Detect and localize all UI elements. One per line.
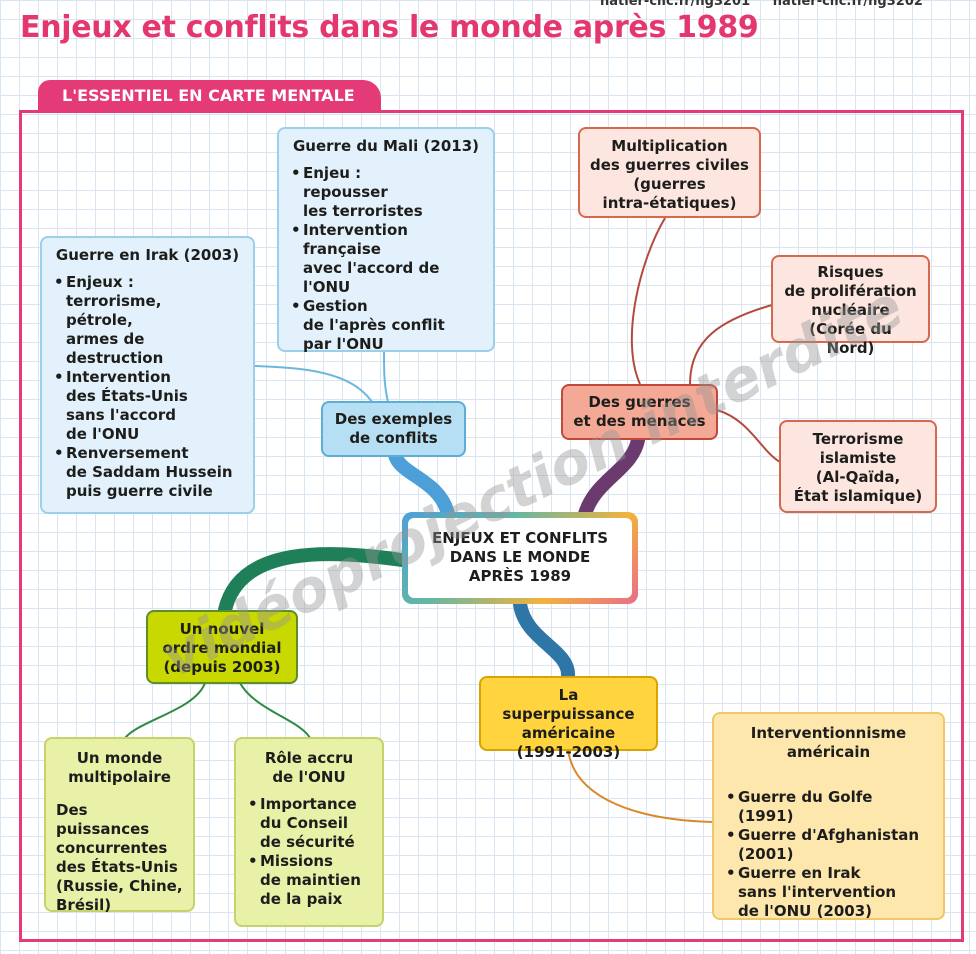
link-center-threats: [578, 433, 645, 521]
link-threats-terror: [716, 409, 781, 463]
mali-war-list: Enjeu : repousser les terroristes Interv…: [289, 164, 483, 354]
mali-war-title: Guerre du Mali (2013): [292, 137, 479, 155]
link-center-superpower: [513, 597, 575, 683]
list-item: Enjeu : repousser les terroristes: [291, 164, 483, 221]
un-role-box: Rôle accru de l'ONU Importance du Consei…: [234, 737, 384, 927]
list-item: Intervention française avec l'accord de …: [291, 221, 483, 297]
central-topic-label: ENJEUX ET CONFLITS DANS LE MONDE APRÈS 1…: [408, 518, 632, 598]
terrorism-box: Terrorisme islamiste (Al-Qaïda, État isl…: [779, 420, 937, 513]
link-neworder-multipolar: [124, 682, 206, 739]
link-superpower-interventionism: [567, 749, 713, 823]
link-center-neworder: [218, 547, 409, 617]
link-examples-mali: [383, 351, 389, 403]
list-item: Guerre d'Afghanistan (2001): [726, 826, 933, 864]
un-role-list: Importance du Conseil de sécurité Missio…: [246, 795, 372, 909]
link-examples-irak: [254, 365, 373, 403]
mind-map-frame: [19, 110, 964, 942]
interventionism-list: Guerre du Golfe (1991) Guerre d'Afghanis…: [724, 788, 933, 921]
link-neworder-unrole: [239, 682, 311, 739]
nuclear-risk-box: Risques de prolifération nucléaire (Coré…: [771, 255, 930, 357]
threats-hub: Des guerres et des menaces: [561, 384, 718, 440]
list-item: Renversement de Saddam Hussein puis guer…: [54, 444, 243, 501]
central-topic: ENJEUX ET CONFLITS DANS LE MONDE APRÈS 1…: [402, 512, 638, 604]
new-order-hub: Un nouvel ordre mondial (depuis 2003): [146, 610, 298, 684]
section-tab: L'ESSENTIEL EN CARTE MENTALE: [38, 80, 381, 112]
list-item: Enjeux : terrorisme, pétrole, armes de d…: [54, 273, 243, 368]
multipolar-box: Un monde multipolaire Des puissances con…: [44, 737, 195, 914]
interventionism-box: Interventionnisme américain Guerre du Go…: [712, 712, 945, 920]
iraq-war-title: Guerre en Irak (2003): [55, 246, 240, 264]
un-role-title: Rôle accru de l'ONU: [264, 749, 354, 786]
list-item: Missions de maintien de la paix: [248, 852, 372, 909]
list-item: Guerre du Golfe (1991): [726, 788, 933, 826]
mali-war-box: Guerre du Mali (2013) Enjeu : repousser …: [277, 127, 495, 354]
multipolar-text: Des puissances concurrentes des États-Un…: [56, 801, 183, 914]
multipolar-title: Un monde multipolaire: [68, 749, 171, 786]
link-threats-civil: [630, 217, 666, 385]
link-center-examples: [388, 448, 455, 521]
list-item: Importance du Conseil de sécurité: [248, 795, 372, 852]
header-links-strip: hatier-clic.fr/hg3201 hatier-clic.fr/hg3…: [600, 0, 923, 9]
examples-hub: Des exemples de conflits: [321, 401, 466, 457]
link-threats-nuclear: [689, 304, 773, 385]
list-item: Guerre en Irak sans l'intervention de l'…: [726, 864, 933, 921]
superpower-hub: La superpuissance américaine (1991-2003): [479, 676, 658, 761]
civil-wars-box: Multiplication des guerres civiles (guer…: [578, 127, 761, 218]
list-item: Intervention des États-Unis sans l'accor…: [54, 368, 243, 444]
iraq-war-box: Guerre en Irak (2003) Enjeux : terrorism…: [40, 236, 255, 514]
list-item: Gestion de l'après conflit par l'ONU: [291, 297, 483, 354]
iraq-war-list: Enjeux : terrorisme, pétrole, armes de d…: [52, 273, 243, 501]
page-title: Enjeux et conflits dans le monde après 1…: [20, 10, 759, 45]
interventionism-title: Interventionnisme américain: [750, 724, 907, 761]
